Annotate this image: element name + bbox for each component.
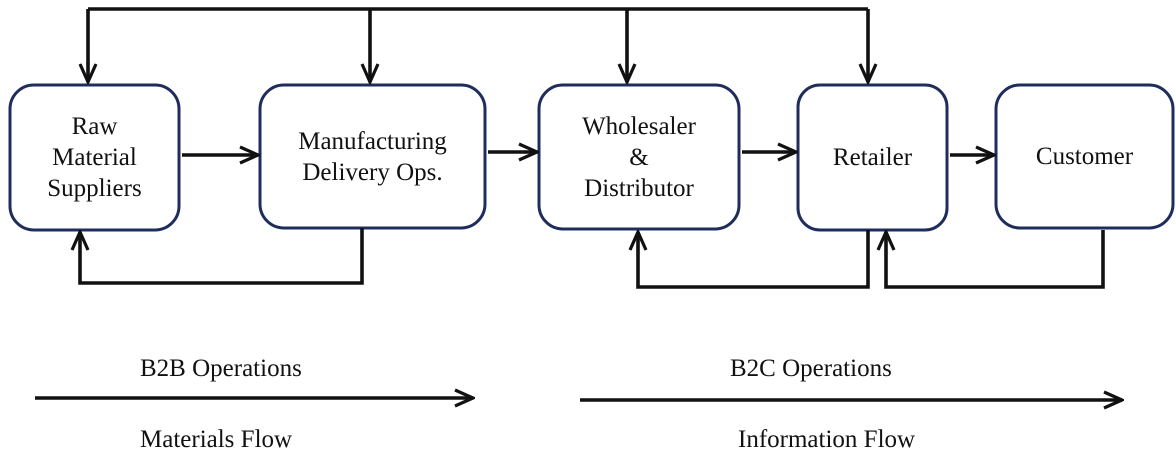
caption-information-flow: Information Flow (738, 426, 916, 453)
box-manufacturing (258, 83, 487, 230)
return-customer-to-retailer (886, 230, 1105, 289)
caption-b2c-operations: B2C Operations (730, 355, 892, 382)
return-manufacturing-to-raw (80, 228, 364, 285)
box-wholesaler-distributor (537, 83, 741, 231)
box-retailer (796, 83, 949, 232)
box-customer (994, 83, 1175, 230)
return-retailer-to-wholesaler (638, 230, 870, 289)
caption-b2b-operations: B2B Operations (140, 355, 302, 382)
caption-materials-flow: Materials Flow (140, 426, 293, 453)
box-raw-material-suppliers (8, 83, 181, 232)
